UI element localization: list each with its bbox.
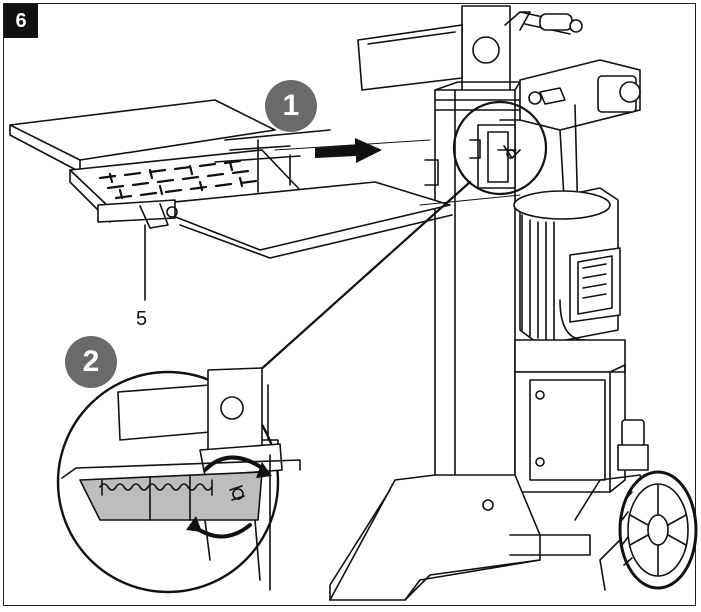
lower-housing: [514, 339, 626, 493]
detail-callout-small: [452, 100, 548, 196]
detail-callout-large: [56, 367, 301, 594]
step-1-badge: 1: [265, 80, 317, 132]
transport-wheel: [599, 419, 698, 591]
callout-line: [256, 180, 472, 374]
part-label-5: 5: [136, 308, 148, 330]
splitter-base: [329, 474, 651, 601]
figure-number-badge: 6: [4, 4, 38, 38]
electric-motor: [513, 187, 621, 346]
figure-frame: [3, 3, 696, 606]
step-2-badge: 2: [65, 336, 117, 388]
log-table: [9, 99, 521, 301]
direction-arrow: [315, 138, 382, 163]
